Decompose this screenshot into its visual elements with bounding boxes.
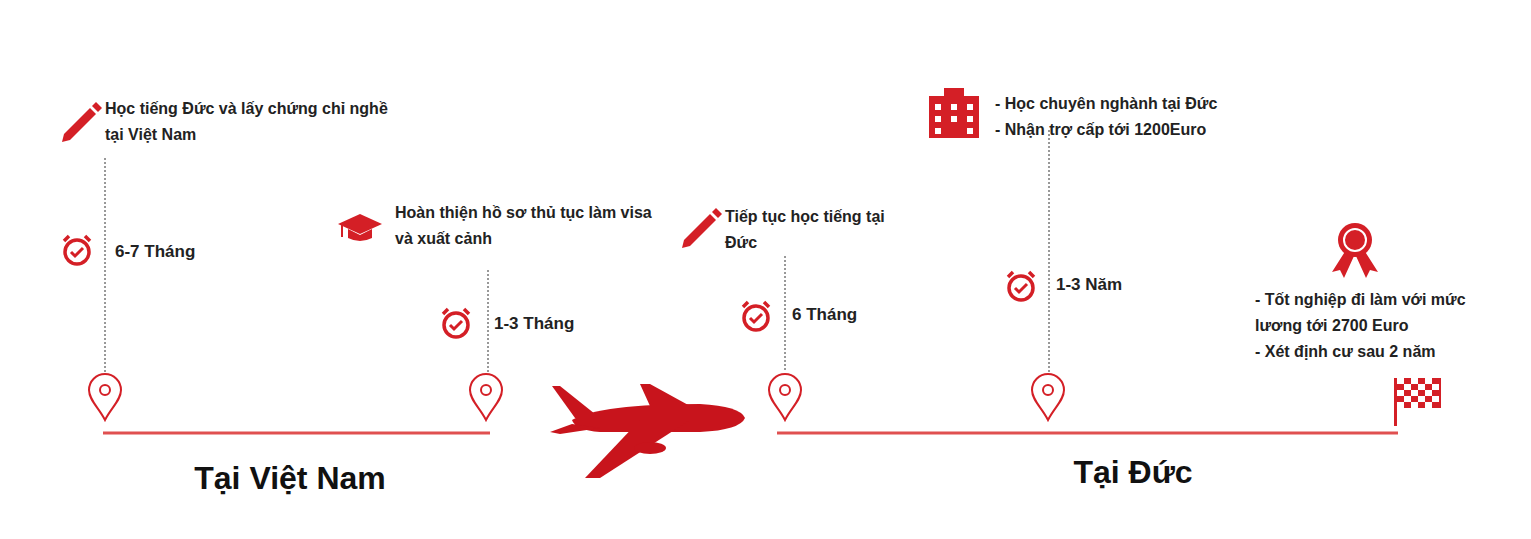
duration-label: 6-7 Tháng xyxy=(115,241,195,263)
step-text: - Học chuyên nghành tại Đức xyxy=(995,91,1217,117)
duration-label: 6 Tháng xyxy=(792,304,857,326)
duration-label: 1-3 Năm xyxy=(1056,274,1122,296)
step-text: Tiếp tục học tiếng tại Đức xyxy=(725,204,905,256)
step-text: - Xét định cư sau 2 năm xyxy=(1255,339,1436,365)
section-heading: Tại Đức xyxy=(983,452,1283,492)
section-heading: Tại Việt Nam xyxy=(140,458,440,498)
step-text: Học tiếng Đức và lấy chứng chỉ nghề tại … xyxy=(105,96,405,148)
step-text: - Tốt nghiệp đi làm với mức lương tới 27… xyxy=(1255,287,1505,339)
duration-label: 1-3 Tháng xyxy=(494,313,574,335)
step-text: Hoàn thiện hồ sơ thủ tục làm visa và xuấ… xyxy=(395,200,655,252)
step-text: - Nhận trợ cấp tới 1200Euro xyxy=(995,117,1206,143)
